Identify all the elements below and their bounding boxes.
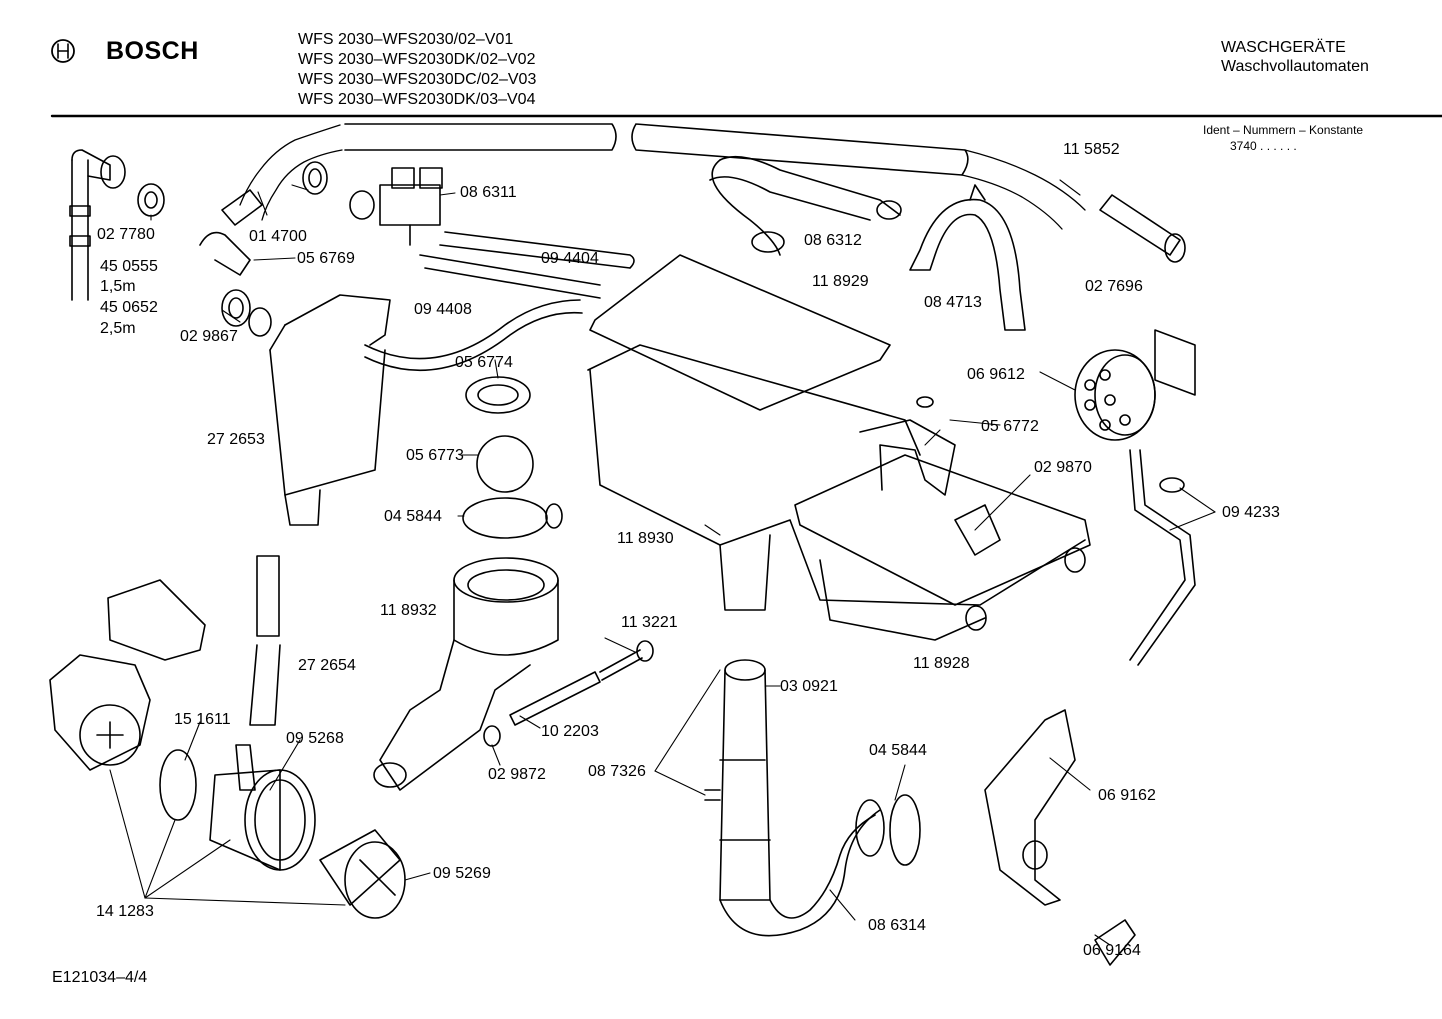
pressure-hose (1129, 449, 1196, 666)
part-label: 10 2203 (541, 723, 599, 740)
drawing-number: E121034–4/4 (52, 969, 148, 986)
bosch-logo-icon (51, 39, 75, 63)
part-label: 11 8929 (812, 273, 869, 290)
part-label: 05 6772 (981, 418, 1039, 435)
part-label: 02 9872 (488, 766, 546, 783)
pressure-switch (1074, 349, 1156, 441)
coiled-hose-right (961, 149, 1086, 230)
elbow-and-washer (199, 231, 272, 337)
part-label: 08 7326 (588, 763, 646, 780)
part-label: 08 6314 (868, 917, 926, 934)
part-label: 02 7696 (1085, 278, 1143, 295)
siphon-insert (859, 396, 1001, 556)
part-length: 2,5m (100, 320, 136, 337)
part-label: 11 8932 (380, 602, 437, 619)
drain-pump (49, 579, 206, 771)
hose-nozzle (221, 161, 328, 226)
part-label: 02 9867 (180, 328, 238, 345)
holder-bracket (984, 709, 1136, 966)
part-label: 08 4713 (924, 294, 982, 311)
sump-and-bellows (373, 557, 559, 791)
seal-ring (159, 749, 197, 821)
drain-hose-section (249, 555, 281, 726)
siphon-cap-parts (462, 376, 563, 539)
leader-lines (109, 179, 1216, 946)
part-label: 02 7780 (97, 226, 155, 243)
drain-standpipe (704, 659, 771, 901)
part-label: 04 5844 (384, 508, 442, 525)
part-label: 06 9164 (1083, 942, 1141, 959)
part-label: 14 1283 (96, 903, 154, 920)
part-label: 04 5844 (869, 742, 927, 759)
connecting-hoses (364, 231, 635, 372)
part-label: 08 6312 (804, 232, 862, 249)
hose-bracket (909, 184, 1026, 331)
part-label: 09 4408 (414, 301, 472, 318)
model-line-4: WFS 2030–WFS2030DK/03–V04 (298, 91, 536, 108)
hose-clamp (889, 794, 921, 866)
subcategory-title: Waschvollautomaten (1221, 58, 1369, 75)
part-label: 09 5269 (433, 865, 491, 882)
part-label: 27 2654 (298, 657, 356, 674)
part-label: 09 4404 (541, 250, 599, 267)
part-label: 03 0921 (780, 678, 838, 695)
part-label: 01 4700 (249, 228, 307, 245)
part-label: 11 8928 (913, 655, 970, 672)
part-label: 05 6773 (406, 447, 464, 464)
ident-value: 3740 . . . . . . (1230, 139, 1297, 153)
hose-end-piece (1099, 194, 1186, 263)
mounting-plate (1154, 329, 1196, 396)
model-line-1: WFS 2030–WFS2030/02–V01 (298, 31, 514, 48)
part-length: 1,5m (100, 278, 136, 295)
part-label: 15 1611 (174, 711, 231, 728)
coiled-hose-left (239, 124, 343, 221)
ident-label: Ident – Nummern – Konstante (1203, 123, 1364, 137)
part-label: 45 0555 (100, 258, 158, 275)
drain-hose-bellows (719, 799, 885, 937)
pump-housing (209, 744, 316, 871)
part-label: 11 5852 (1063, 141, 1120, 158)
part-label: 11 3221 (621, 614, 678, 631)
part-label: 27 2653 (207, 431, 265, 448)
hose-bend (709, 155, 902, 256)
part-label: 05 6769 (297, 250, 355, 267)
part-label: 02 9870 (1034, 459, 1092, 476)
part-label: 11 8930 (617, 530, 674, 547)
detergent-dispenser-housing (587, 254, 1091, 641)
part-label: 06 9162 (1098, 787, 1156, 804)
category-title: WASCHGERÄTE (1221, 39, 1346, 56)
part-label: 09 4233 (1222, 504, 1280, 521)
softener-container (269, 294, 391, 526)
part-label: 05 6774 (455, 354, 513, 371)
brand-logo-text: BOSCH (106, 37, 199, 65)
model-line-3: WFS 2030–WFS2030DC/02–V03 (298, 71, 537, 88)
part-label: 45 0652 (100, 299, 158, 316)
model-line-2: WFS 2030–WFS2030DK/02–V02 (298, 51, 536, 68)
part-label: 08 6311 (460, 184, 517, 201)
part-label: 09 5268 (286, 730, 344, 747)
solenoid-valve (349, 167, 443, 246)
elbow-hose-connector (69, 149, 165, 301)
part-label: 06 9612 (967, 366, 1025, 383)
